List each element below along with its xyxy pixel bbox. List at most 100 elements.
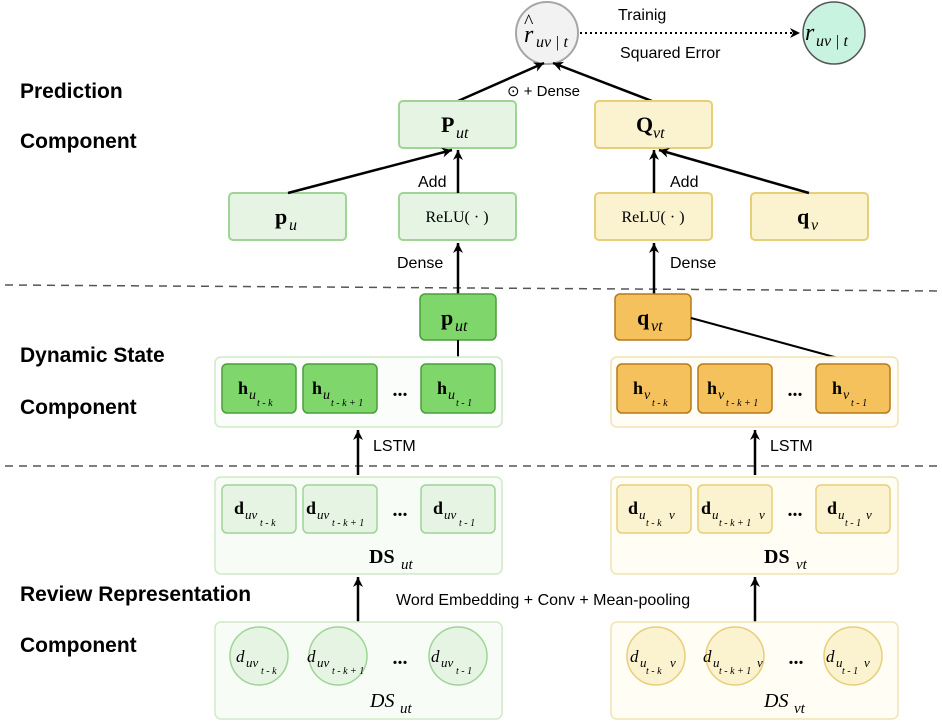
d-uv-subsub: t - k [260,518,276,529]
d-item-circle [705,626,765,686]
section-prediction-line1: Prediction [20,80,123,103]
h-v-sub: v [718,388,725,403]
ellipsis-h-item: ... [788,379,803,401]
d-uv-item-box [616,484,692,534]
q-v-sub: v [811,217,819,234]
DS-vt-sub: vt [796,557,808,573]
d-item-circle [823,626,883,686]
Q-vt-sub: vt [653,125,665,142]
section-review-line2: Component [20,634,137,657]
d-item-tail: v [669,507,675,522]
true-rating-base: r [805,20,815,46]
d-item-circle-sub: u [640,655,647,670]
h-v-box [697,363,773,414]
h-u-base: h [312,378,322,398]
d-uv-box [221,484,297,534]
d-item-sub: u [639,507,646,522]
d-item-sub: u [712,507,719,522]
d-circle-subsub: t - 1 [456,666,472,677]
h-v-box [815,363,891,414]
d-uv-box [420,484,496,534]
d-circle-base: d [236,647,245,666]
raw-DS-vt-sub: vt [794,701,806,717]
section-prediction-line2: Component [20,130,137,153]
section-dynamic-line2: Component [20,396,137,419]
section-dynamic-line1: Dynamic State [20,344,165,367]
dense-label-user: Dense [397,255,443,272]
h-u-box [302,363,378,414]
d-uv-sub: uv [444,507,457,522]
d-item-circle-sub: u [713,655,720,670]
predicted-rating-sub: uv | t [536,34,569,51]
p-u-box [228,192,347,241]
d-item-base: d [628,498,638,518]
d-item-circle-base: d [630,647,639,666]
d-item-circle-tail: v [670,655,676,670]
h-u-sub: u [249,388,256,403]
d-item-circle-base: d [826,647,835,666]
h-v-base: h [633,378,643,398]
relu-item-label: ReLU( · ) [621,209,684,226]
d-circle-base: d [307,647,316,666]
P-ut-base: P [441,112,454,137]
DS-ut-base: DS [369,546,395,568]
p-ut-state-sub: ut [455,318,468,335]
q-vt-state-sub: vt [651,318,663,335]
p-u-base: p [275,204,287,229]
lstm-label-user: LSTM [373,438,416,455]
h-v-subsub: t - k + 1 [726,398,758,409]
Q-vt-base: Q [636,112,653,137]
h-u-box [420,363,496,414]
raw-DS-ut-base: DS [369,690,394,712]
add-label-item: Add [670,174,698,191]
h-v-base: h [832,378,842,398]
q-v-box [750,192,869,241]
add-label-user: Add [418,174,446,191]
d-circle-sub: uv [441,655,454,670]
d-item-circle-subsub: t - 1 [842,666,858,677]
true-rating-sub: uv | t [816,33,849,50]
d-item-tail: v [866,507,872,522]
d-uv-circle [428,626,488,686]
arrow-P-to-rating [457,61,545,103]
h-u-base: h [238,378,248,398]
h-u-subsub: t - k [257,398,273,409]
DS-ut-sub: ut [401,557,414,573]
ellipsis-circle-user: ... [393,647,408,669]
q-vt-state-box [614,293,692,341]
P-ut-sub: ut [456,125,469,142]
d-uv-subsub: t - k + 1 [332,518,364,529]
d-uv-circle [308,626,368,686]
d-uv-subsub: t - 1 [459,518,475,529]
embedding-label: Word Embedding + Conv + Mean-pooling [396,592,690,609]
relu-user-label: ReLU( · ) [425,209,488,226]
lstm-label-item: LSTM [770,438,813,455]
ellipsis-circle-item: ... [789,647,804,669]
d-circle-sub: uv [317,655,330,670]
separator-top [4,284,942,292]
h-u-sub: u [323,388,330,403]
d-uv-item-box [697,484,773,534]
h-v-sub: v [644,388,651,403]
d-item-sub: u [838,507,845,522]
predicted-rating-hat: ^ [524,11,534,33]
predicted-rating-base: r [524,22,534,48]
h-u-subsub: t - k + 1 [331,398,363,409]
d-circle-subsub: t - k [261,666,277,677]
arrow-pu-to-P [287,147,453,195]
d-item-subsub: t - 1 [845,518,861,529]
d-item-circle-subsub: t - k + 1 [719,666,751,677]
d-item-circle-tail: v [864,655,870,670]
d-uv-box [302,484,378,534]
h-v-sub: v [843,388,850,403]
h-u-box [221,363,297,414]
d-item-subsub: t - k + 1 [719,518,751,529]
ellipsis-d-item: ... [788,499,803,521]
h-u-subsub: t - 1 [456,398,472,409]
d-uv-sub: uv [245,507,258,522]
p-u-sub: u [289,217,297,234]
h-u-base: h [437,378,447,398]
h-v-subsub: t - 1 [851,398,867,409]
d-uv-sub: uv [317,507,330,522]
